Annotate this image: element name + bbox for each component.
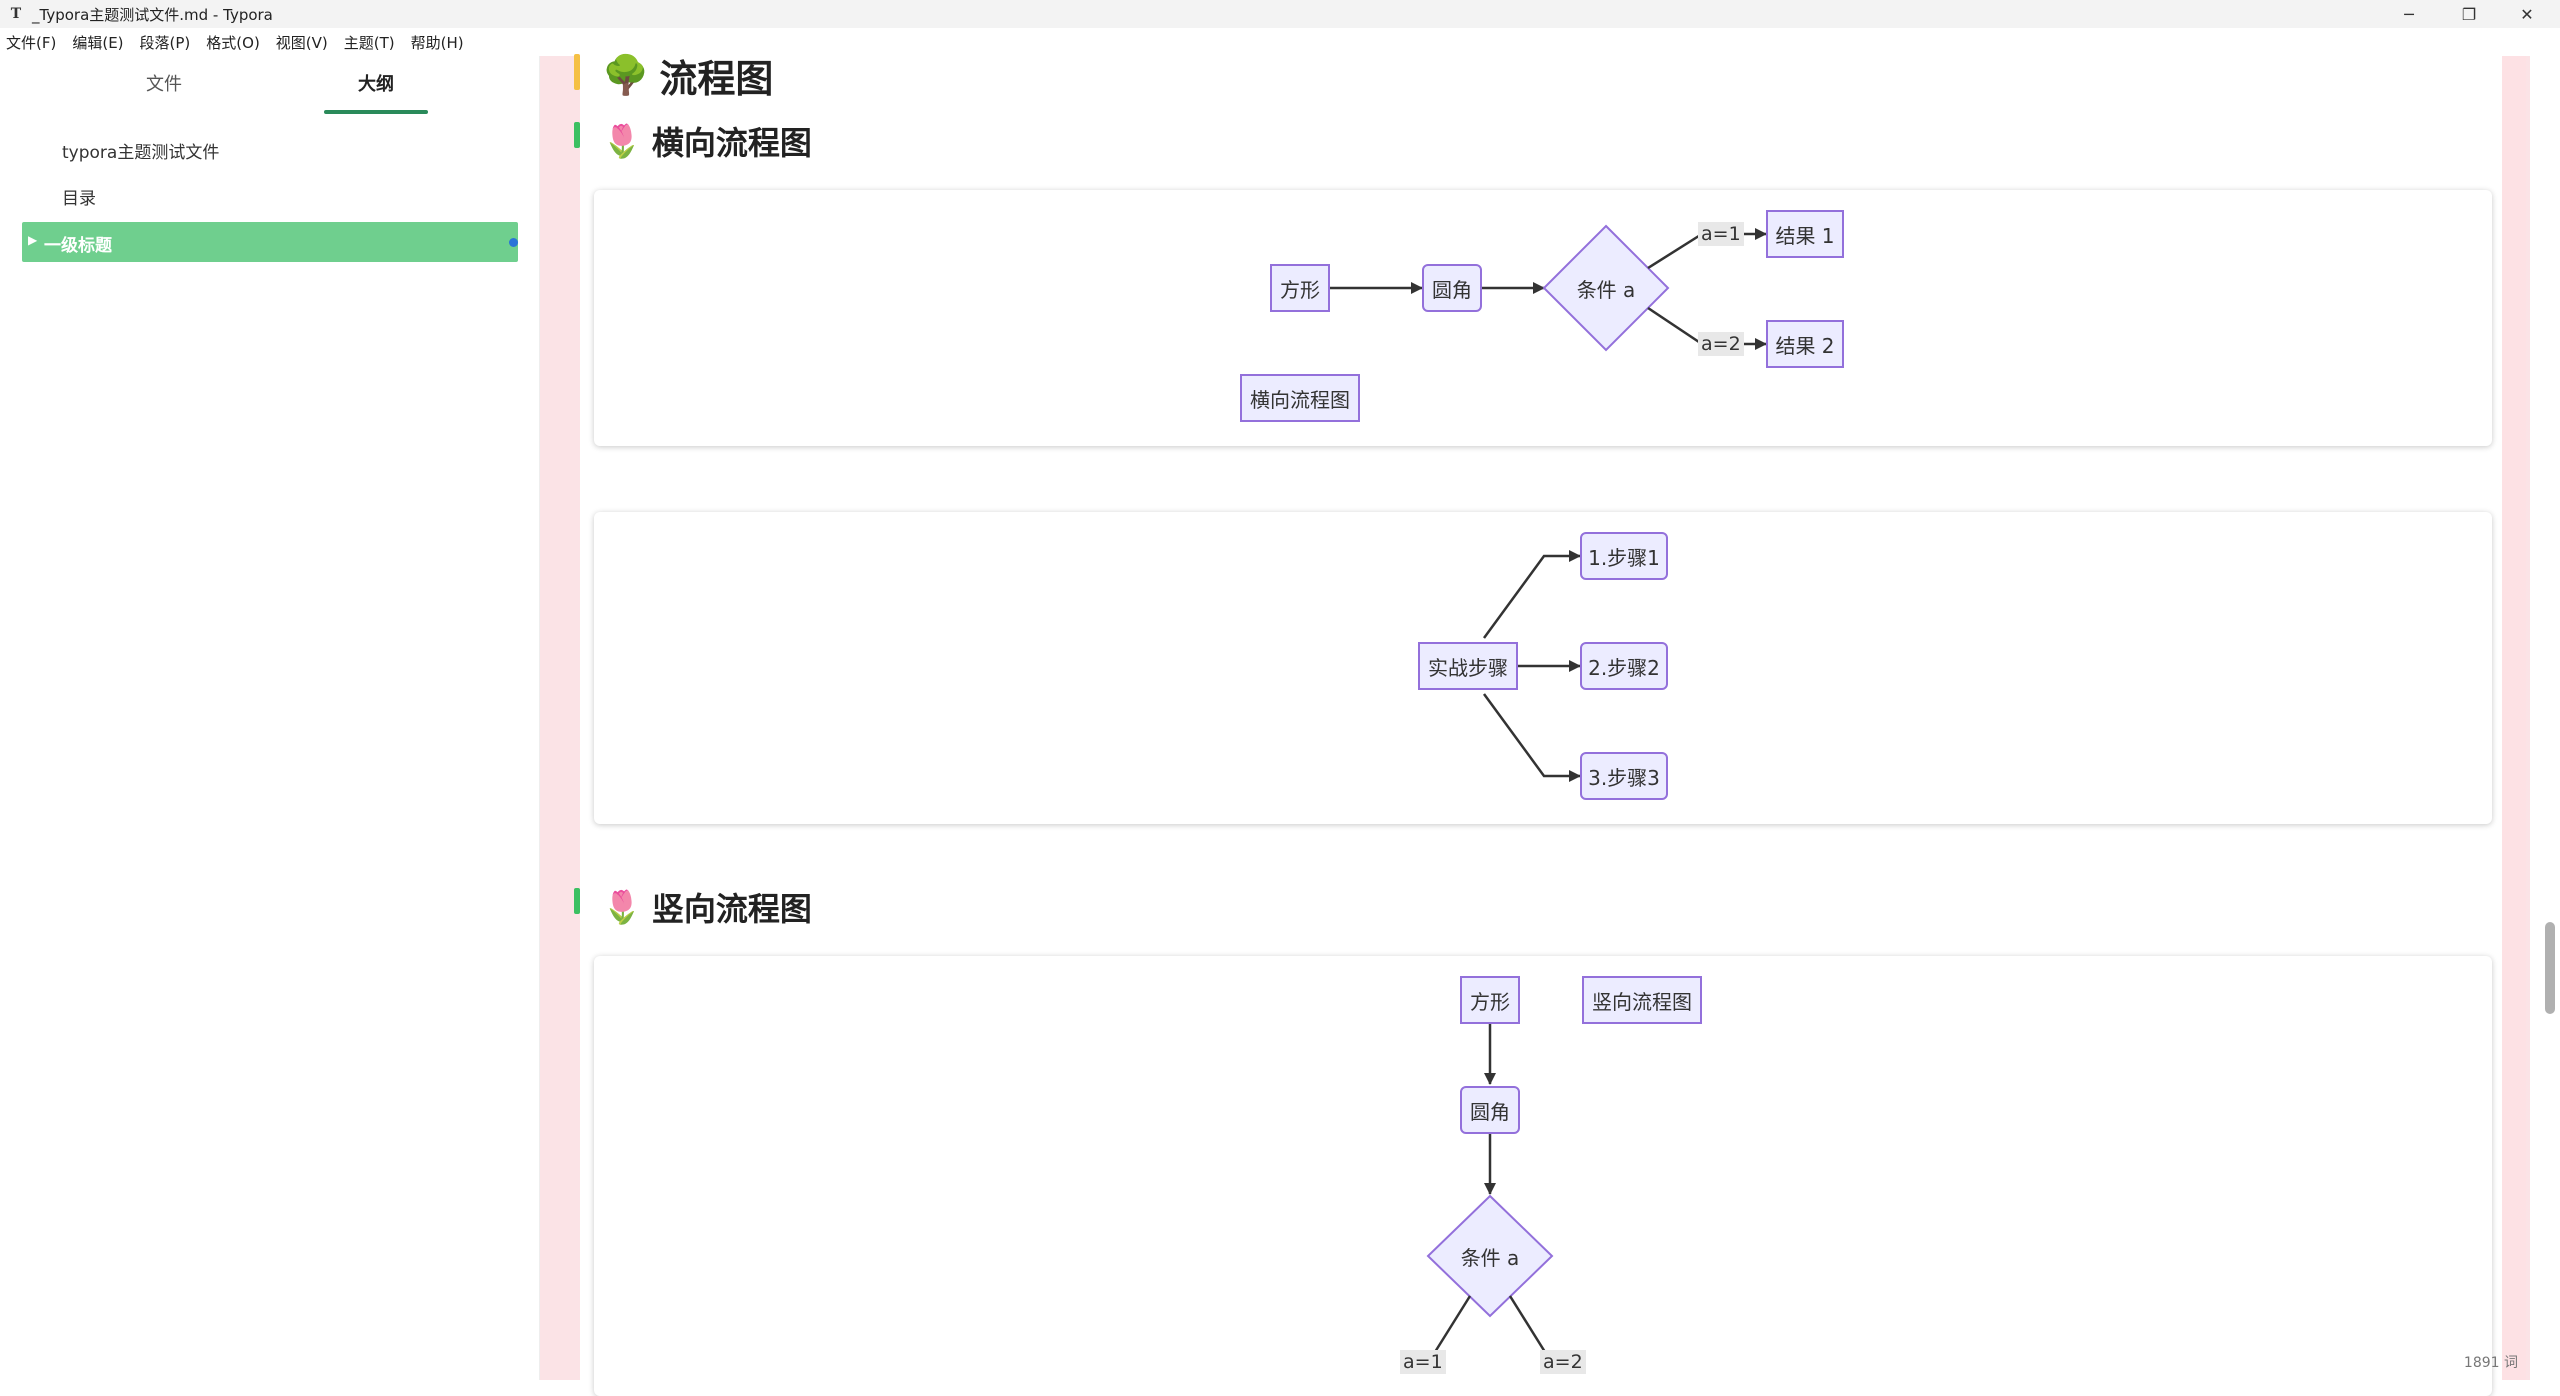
node-step-2[interactable]: 2.步骤2 xyxy=(1580,642,1668,690)
menu-help[interactable]: 帮助(H) xyxy=(410,33,464,52)
node-condition[interactable]: 条件 a xyxy=(1460,1245,1520,1270)
edge-label-a1: a=1 xyxy=(1400,1350,1446,1374)
maximize-icon[interactable]: ❐ xyxy=(2461,4,2477,24)
menu-view[interactable]: 视图(V) xyxy=(275,33,328,52)
outline-item-typora[interactable]: typora主题测试文件 xyxy=(62,143,220,163)
node-step-1[interactable]: 1.步骤1 xyxy=(1580,532,1668,580)
word-count[interactable]: 1891 词 xyxy=(2463,1355,2518,1371)
node-square[interactable]: 方形 xyxy=(1460,976,1520,1024)
menu-bar: 文件(F) 编辑(E) 段落(P) 格式(O) 视图(V) 主题(T) 帮助(H… xyxy=(0,28,540,56)
editor-right-margin xyxy=(2502,56,2526,1380)
title-bar: T _Typora主题测试文件.md - Typora xyxy=(0,0,2560,28)
flowchart-vertical[interactable]: 方形 竖向流程图 圆角 条件 a a=1 a=2 xyxy=(594,956,2492,1396)
h2-text: 横向流程图 xyxy=(651,124,812,162)
vertical-edges xyxy=(1426,1024,1554,1361)
node-caption[interactable]: 横向流程图 xyxy=(1240,374,1360,422)
caret-right-icon[interactable]: ▶ xyxy=(28,233,38,247)
flowchart-steps[interactable]: 实战步骤 1.步骤1 2.步骤2 3.步骤3 xyxy=(594,512,2492,824)
node-caption[interactable]: 竖向流程图 xyxy=(1582,976,1702,1024)
outline-item-label: 一级标题 xyxy=(44,236,112,256)
edge-label-a1: a=1 xyxy=(1698,222,1744,246)
outline-item-h1[interactable]: ▶ 一级标题 xyxy=(22,222,518,262)
edge-label-a2: a=2 xyxy=(1540,1350,1586,1374)
minimize-icon[interactable]: ─ xyxy=(2404,4,2414,24)
h1-marker xyxy=(574,54,580,90)
typora-app-icon: T xyxy=(10,6,22,22)
sidebar-tabs: 文件 大纲 xyxy=(0,56,540,116)
flowchart-horizontal[interactable]: 方形 圆角 条件 a a=1 a=2 结果 1 结果 2 横向流程图 xyxy=(594,190,2492,446)
tulip-icon: 🌷 xyxy=(602,888,642,926)
window-title: _Typora主题测试文件.md - Typora xyxy=(32,5,273,24)
active-tab-indicator xyxy=(324,110,428,114)
node-step-3[interactable]: 3.步骤3 xyxy=(1580,752,1668,800)
h1-heading[interactable]: 🌳 流程图 xyxy=(602,48,773,103)
menu-format[interactable]: 格式(O) xyxy=(206,33,260,52)
scrollbar-thumb[interactable] xyxy=(2545,922,2555,1014)
node-square[interactable]: 方形 xyxy=(1270,264,1330,312)
h2-marker xyxy=(574,122,580,148)
menu-paragraph[interactable]: 段落(P) xyxy=(139,33,191,52)
close-icon[interactable]: ✕ xyxy=(2520,4,2534,24)
edge-label-a2: a=2 xyxy=(1698,332,1744,356)
menu-edit[interactable]: 编辑(E) xyxy=(72,33,124,52)
node-result-2[interactable]: 结果 2 xyxy=(1766,320,1844,368)
node-condition[interactable]: 条件 a xyxy=(1576,277,1636,302)
node-result-1[interactable]: 结果 1 xyxy=(1766,210,1844,258)
tab-outline[interactable]: 大纲 xyxy=(358,74,394,95)
steps-edges xyxy=(1482,550,1581,782)
flowchart-edges xyxy=(1330,224,1767,352)
current-position-dot xyxy=(509,238,518,247)
sidebar: 文件 大纲 typora主题测试文件 目录 ▶ 一级标题 xyxy=(0,56,540,1380)
h2-heading-vertical[interactable]: 🌷 竖向流程图 xyxy=(602,884,812,930)
tab-files[interactable]: 文件 xyxy=(146,74,182,95)
menu-file[interactable]: 文件(F) xyxy=(6,33,57,52)
node-rounded[interactable]: 圆角 xyxy=(1460,1086,1520,1134)
node-root[interactable]: 实战步骤 xyxy=(1418,642,1518,690)
h2-marker xyxy=(574,888,580,914)
tree-icon: 🌳 xyxy=(602,53,650,97)
h2-text: 竖向流程图 xyxy=(651,890,812,928)
menu-theme[interactable]: 主题(T) xyxy=(343,33,395,52)
h1-text: 流程图 xyxy=(659,57,774,101)
node-rounded[interactable]: 圆角 xyxy=(1422,264,1482,312)
outline-item-toc[interactable]: 目录 xyxy=(62,189,96,209)
tulip-icon: 🌷 xyxy=(602,122,642,160)
h2-heading-horizontal[interactable]: 🌷 横向流程图 xyxy=(602,118,812,164)
